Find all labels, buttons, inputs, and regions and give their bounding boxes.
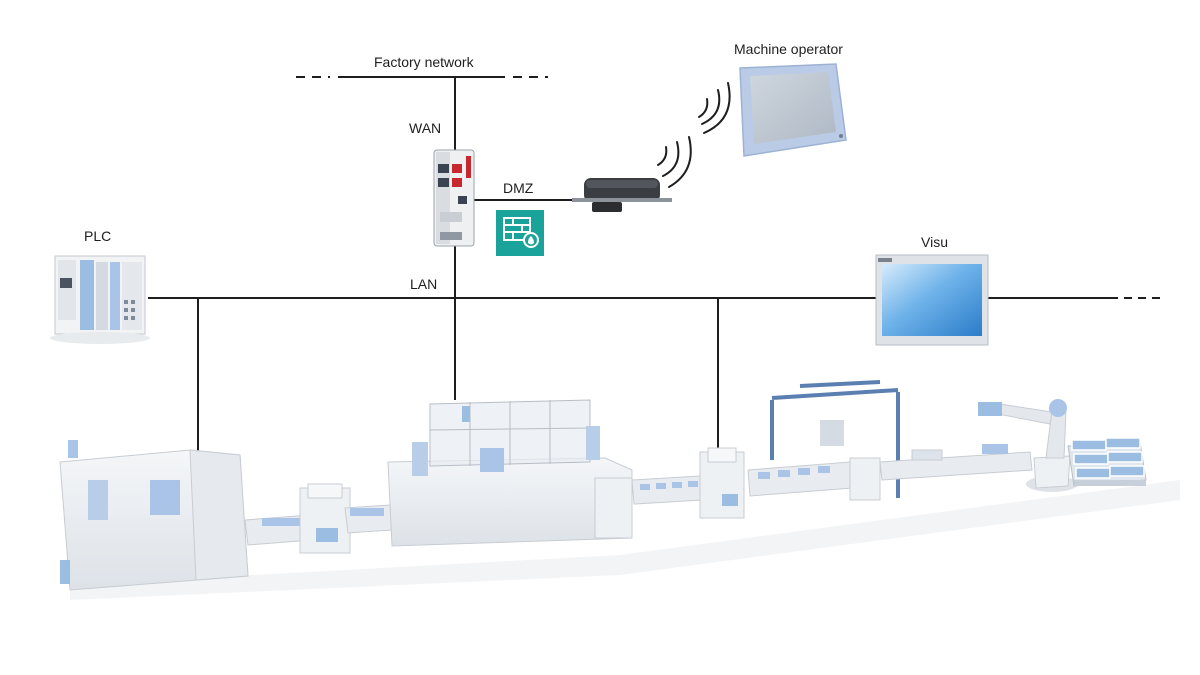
gantry-station bbox=[747, 380, 900, 501]
factory-network-label: Factory network bbox=[374, 54, 474, 70]
wireless-signal-icon bbox=[657, 82, 731, 188]
central-machine-cell bbox=[387, 399, 633, 547]
security-router bbox=[433, 149, 475, 247]
visu-label: Visu bbox=[921, 234, 948, 250]
visu-panel bbox=[875, 254, 989, 346]
pallet-stack bbox=[1067, 437, 1147, 487]
wireless-access-device bbox=[572, 178, 672, 212]
plc-device bbox=[50, 255, 150, 344]
wan-label: WAN bbox=[409, 120, 442, 136]
dmz-label: DMZ bbox=[503, 180, 534, 196]
lan-line bbox=[148, 246, 1160, 455]
plc-label: PLC bbox=[84, 228, 112, 244]
operator-tablet bbox=[739, 63, 847, 157]
cnc-machine bbox=[59, 440, 249, 591]
lan-label: LAN bbox=[410, 276, 438, 292]
factory-network-line bbox=[296, 76, 548, 150]
production-line bbox=[59, 380, 1180, 600]
conveyor-3 bbox=[879, 444, 1033, 481]
robot-arm bbox=[978, 399, 1078, 492]
conveyor-1 bbox=[244, 483, 393, 554]
machine-operator-label: Machine operator bbox=[734, 41, 843, 57]
conveyor-2 bbox=[631, 447, 745, 519]
firewall-flame-icon bbox=[496, 210, 544, 256]
